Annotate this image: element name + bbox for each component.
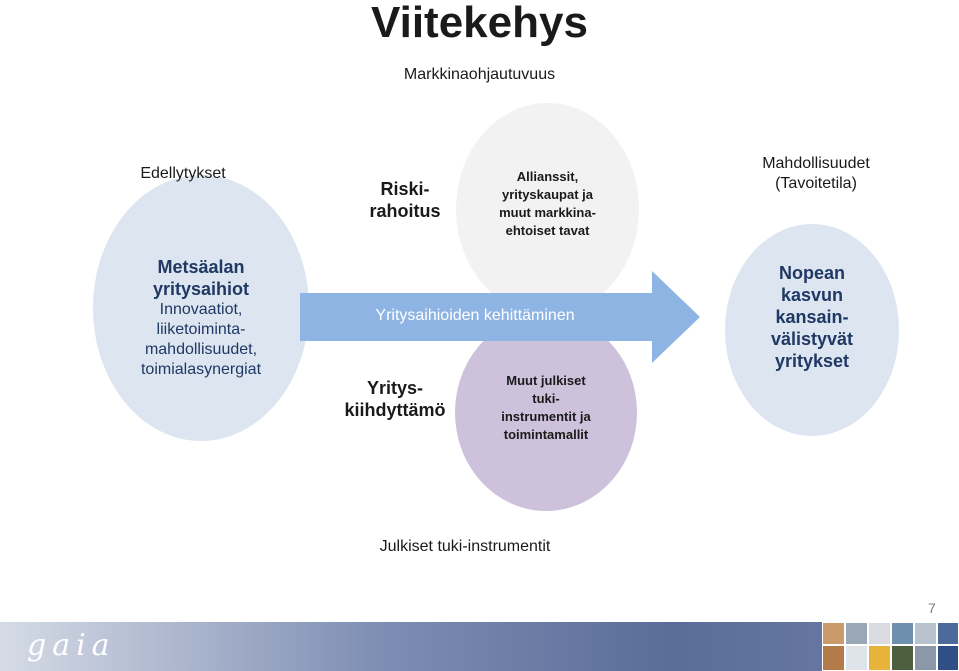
top-ellipse-line: ehtoiset tavat (505, 223, 590, 238)
yrityskiihdyttamo-label: Yritys- kiihdyttämö (335, 377, 455, 421)
left-circle-line: Innovaatiot, (159, 301, 243, 318)
top-ellipse-text: Allianssit, yrityskaupat ja muut markkin… (470, 168, 625, 240)
bottom-ellipse-text: Muut julkiset tuki- instrumentit ja toim… (466, 372, 626, 444)
top-axis-label: Markkinaohjautuvuus (403, 66, 556, 83)
left-circle-title-1: Metsäalan (157, 257, 245, 277)
riski-line-2: rahoitus (369, 201, 441, 221)
top-ellipse-line: muut markkina- (499, 205, 596, 220)
bottom-ellipse-line: Muut julkiset (506, 373, 586, 388)
bottom-axis-label: Julkiset tuki-instrumentit (379, 538, 551, 555)
photo-tile (937, 645, 959, 671)
bottom-ellipse-line: toimintamallit (503, 427, 589, 442)
left-heading: Edellytykset (140, 165, 226, 182)
top-ellipse-line: yrityskaupat ja (501, 187, 594, 202)
photo-tile (822, 645, 845, 671)
right-circle-text: Nopean kasvun kansain- välistyvät yrityk… (725, 262, 899, 372)
yritys-line-2: kiihdyttämö (344, 400, 446, 420)
gaia-logo: gaia (27, 628, 116, 663)
photo-tile (868, 622, 891, 645)
footer-bar (0, 622, 959, 671)
right-circle-line: kansain- (775, 307, 849, 327)
photo-tile (868, 645, 891, 671)
photo-tile (914, 622, 937, 645)
arrow-label: Yritysaihioiden kehittäminen (375, 307, 575, 324)
left-circle-text: Metsäalan yritysaihiot Innovaatiot, liik… (93, 256, 309, 380)
top-ellipse-line: Allianssit, (516, 169, 579, 184)
right-circle (725, 224, 899, 436)
right-heading-line-1: Mahdollisuudet (762, 155, 870, 172)
photo-collage (822, 622, 959, 671)
right-circle-line: kasvun (780, 285, 844, 305)
left-circle (93, 175, 309, 441)
photo-tile (845, 645, 868, 671)
photo-tile (891, 645, 914, 671)
left-circle-line: mahdollisuudet, (144, 341, 258, 358)
development-arrow (300, 271, 700, 363)
right-circle-line: välistyvät (770, 329, 854, 349)
slide-title: Viitekehys (371, 0, 588, 47)
photo-tile (914, 645, 937, 671)
right-heading-line-2: (Tavoitetila) (775, 175, 857, 192)
page-number: 7 (928, 600, 936, 616)
right-heading: Mahdollisuudet (Tavoitetila) (716, 154, 916, 194)
right-circle-line: Nopean (778, 263, 845, 283)
yritys-line-1: Yritys- (366, 378, 424, 398)
photo-tile (891, 622, 914, 645)
riski-line-1: Riski- (380, 179, 430, 199)
bottom-ellipse (455, 314, 637, 511)
riskirahoitus-label: Riski- rahoitus (355, 178, 455, 222)
right-circle-line: yritykset (774, 351, 850, 371)
top-ellipse (456, 103, 639, 315)
photo-tile (845, 622, 868, 645)
left-circle-line: toimialasynergiat (140, 361, 262, 378)
bottom-ellipse-line: tuki- (532, 391, 560, 406)
photo-tile (822, 622, 845, 645)
photo-tile (937, 622, 959, 645)
left-circle-line: liiketoiminta- (156, 321, 246, 338)
left-circle-title-2: yritysaihiot (152, 279, 250, 299)
bottom-ellipse-line: instrumentit ja (501, 409, 591, 424)
